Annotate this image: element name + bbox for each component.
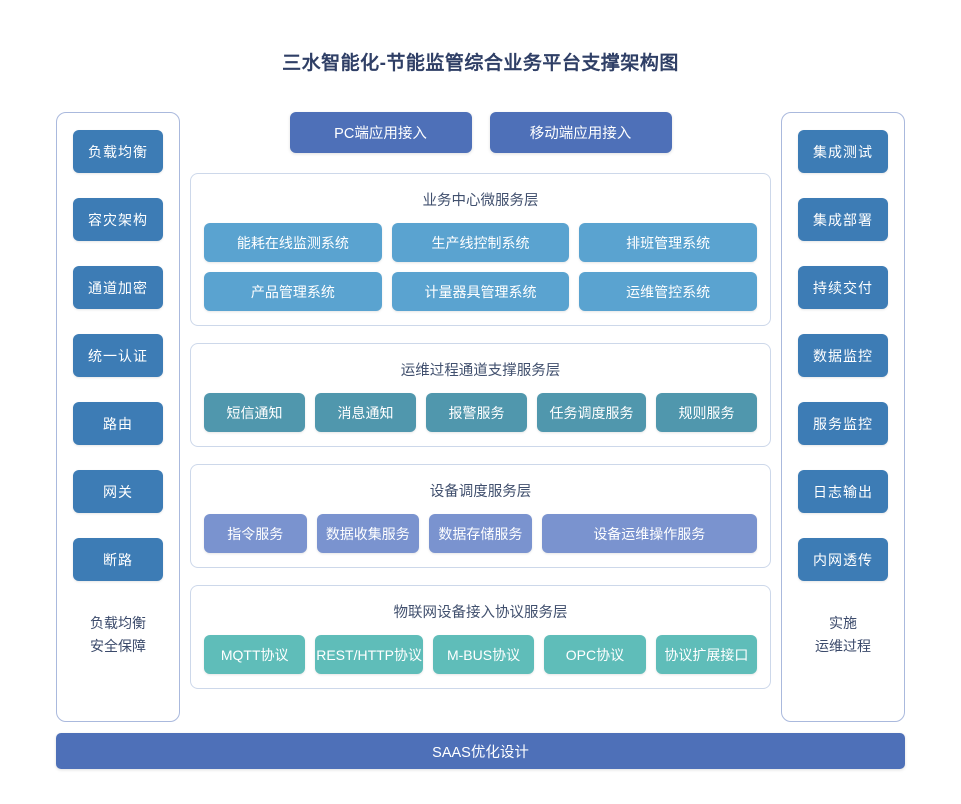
left-sidebar-note: 负载均衡 安全保障	[90, 612, 146, 658]
protocol-mbus[interactable]: M-BUS协议	[432, 635, 535, 674]
protocol-extension-interface[interactable]: 协议扩展接口	[655, 635, 758, 674]
service-command[interactable]: 指令服务	[204, 514, 307, 553]
sidebar-item-integration-test[interactable]: 集成测试	[798, 130, 888, 173]
sidebar-item-log-output[interactable]: 日志输出	[798, 470, 888, 513]
service-energy-online-monitoring[interactable]: 能耗在线监测系统	[204, 223, 382, 262]
service-production-line-control[interactable]: 生产线控制系统	[391, 223, 570, 262]
access-button-row: PC端应用接入 移动端应用接入	[190, 112, 771, 153]
pc-access-button[interactable]: PC端应用接入	[289, 112, 472, 153]
layer-title-iot: 物联网设备接入协议服务层	[393, 605, 568, 621]
sidebar-item-unified-auth[interactable]: 统一认证	[73, 334, 163, 377]
service-ops-control[interactable]: 运维管控系统	[579, 272, 758, 311]
sidebar-item-service-monitoring[interactable]: 服务监控	[798, 402, 888, 445]
sidebar-item-gateway[interactable]: 网关	[73, 470, 163, 513]
center-column: PC端应用接入 移动端应用接入 业务中心微服务层 能耗在线监测系统 生产线控制系…	[190, 112, 771, 722]
sidebar-item-disaster-recovery[interactable]: 容灾架构	[73, 198, 163, 241]
sidebar-item-continuous-delivery[interactable]: 持续交付	[798, 266, 888, 309]
service-device-ops-operation[interactable]: 设备运维操作服务	[541, 514, 757, 553]
service-message-notification[interactable]: 消息通知	[314, 393, 416, 432]
protocol-opc[interactable]: OPC协议	[544, 635, 646, 674]
right-sidebar: 集成测试 集成部署 持续交付 数据监控 服务监控 日志输出 内网透传 实施 运维…	[781, 112, 905, 722]
service-alarm[interactable]: 报警服务	[425, 393, 527, 432]
layer-channel-row-1: 短信通知 消息通知 报警服务 任务调度服务 规则服务	[204, 393, 757, 432]
layer-title-channel: 运维过程通道支撑服务层	[400, 363, 561, 379]
service-shift-management[interactable]: 排班管理系统	[579, 223, 758, 262]
sidebar-item-routing[interactable]: 路由	[73, 402, 163, 445]
service-sms-notification[interactable]: 短信通知	[204, 393, 305, 432]
saas-optimization-bar[interactable]: SAAS优化设计	[56, 733, 905, 769]
layer-device-row-1: 指令服务 数据收集服务 数据存储服务 设备运维操作服务	[204, 514, 757, 553]
right-sidebar-note-line2: 运维过程	[815, 638, 871, 654]
layer-business-row-1: 能耗在线监测系统 生产线控制系统 排班管理系统	[204, 223, 758, 262]
service-product-management[interactable]: 产品管理系统	[204, 272, 382, 311]
layer-iot-protocol-access: 物联网设备接入协议服务层 MQTT协议 REST/HTTP协议 M-BUS协议 …	[190, 585, 771, 689]
layer-device-scheduling: 设备调度服务层 指令服务 数据收集服务 数据存储服务 设备运维操作服务	[190, 464, 771, 568]
right-sidebar-note: 实施 运维过程	[815, 612, 871, 658]
protocol-rest-http[interactable]: REST/HTTP协议	[315, 635, 423, 674]
layer-title-business: 业务中心微服务层	[422, 193, 539, 209]
diagram-stage: 负载均衡 容灾架构 通道加密 统一认证 路由 网关 断路 负载均衡 安全保障 P…	[56, 112, 905, 722]
right-sidebar-note-line1: 实施	[829, 615, 857, 631]
page-title: 三水智能化-节能监管综合业务平台支撑架构图	[282, 53, 679, 74]
layer-business-row-2: 产品管理系统 计量器具管理系统 运维管控系统	[204, 272, 758, 311]
service-task-scheduling[interactable]: 任务调度服务	[536, 393, 647, 432]
protocol-mqtt[interactable]: MQTT协议	[204, 635, 306, 674]
mobile-access-button[interactable]: 移动端应用接入	[489, 112, 672, 153]
service-metering-device-management[interactable]: 计量器具管理系统	[391, 272, 570, 311]
layer-iot-row-1: MQTT协议 REST/HTTP协议 M-BUS协议 OPC协议 协议扩展接口	[204, 635, 758, 674]
sidebar-item-channel-encryption[interactable]: 通道加密	[73, 266, 163, 309]
sidebar-item-integration-deploy[interactable]: 集成部署	[798, 198, 888, 241]
sidebar-item-circuit-breaker[interactable]: 断路	[73, 538, 163, 581]
left-sidebar-note-line2: 安全保障	[90, 638, 146, 654]
layer-ops-channel-support: 运维过程通道支撑服务层 短信通知 消息通知 报警服务 任务调度服务 规则服务	[190, 343, 771, 447]
sidebar-item-intranet-passthrough[interactable]: 内网透传	[798, 538, 888, 581]
left-sidebar: 负载均衡 容灾架构 通道加密 统一认证 路由 网关 断路 负载均衡 安全保障	[56, 112, 180, 722]
layer-business-microservices: 业务中心微服务层 能耗在线监测系统 生产线控制系统 排班管理系统 产品管理系统 …	[190, 173, 771, 326]
service-data-collection[interactable]: 数据收集服务	[316, 514, 420, 553]
service-data-storage[interactable]: 数据存储服务	[429, 514, 532, 553]
service-rules[interactable]: 规则服务	[656, 393, 757, 432]
left-sidebar-note-line1: 负载均衡	[90, 615, 146, 631]
sidebar-item-data-monitoring[interactable]: 数据监控	[798, 334, 888, 377]
layer-title-device: 设备调度服务层	[429, 484, 532, 500]
sidebar-item-load-balancing[interactable]: 负载均衡	[73, 130, 163, 173]
